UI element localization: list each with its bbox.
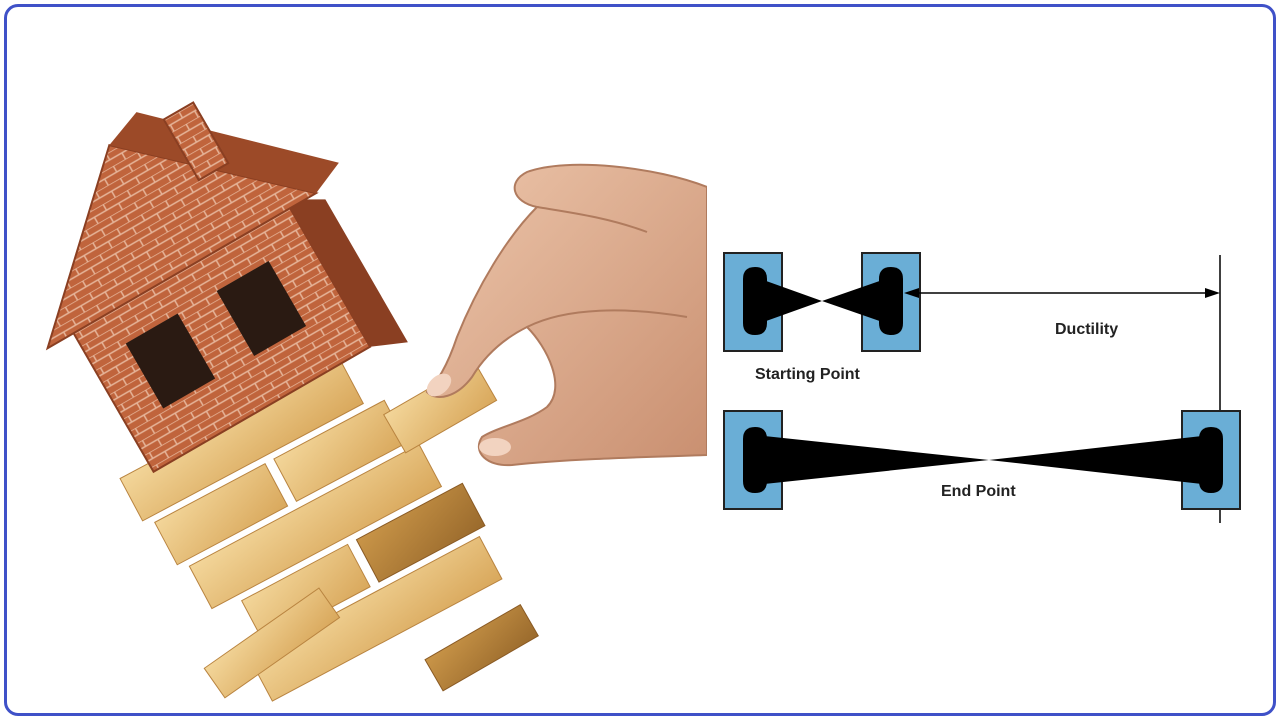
ductility-label: Ductility [1055, 321, 1118, 338]
ductility-arrow [904, 288, 1220, 298]
starting-point-label: Starting Point [755, 366, 861, 383]
ductility-diagram: Ductility Starting Point End Point [7, 7, 1273, 713]
slide-frame: Ductility Starting Point End Point [4, 4, 1276, 716]
end-point-label: End Point [941, 483, 1016, 500]
starting-point-specimen [724, 253, 920, 351]
